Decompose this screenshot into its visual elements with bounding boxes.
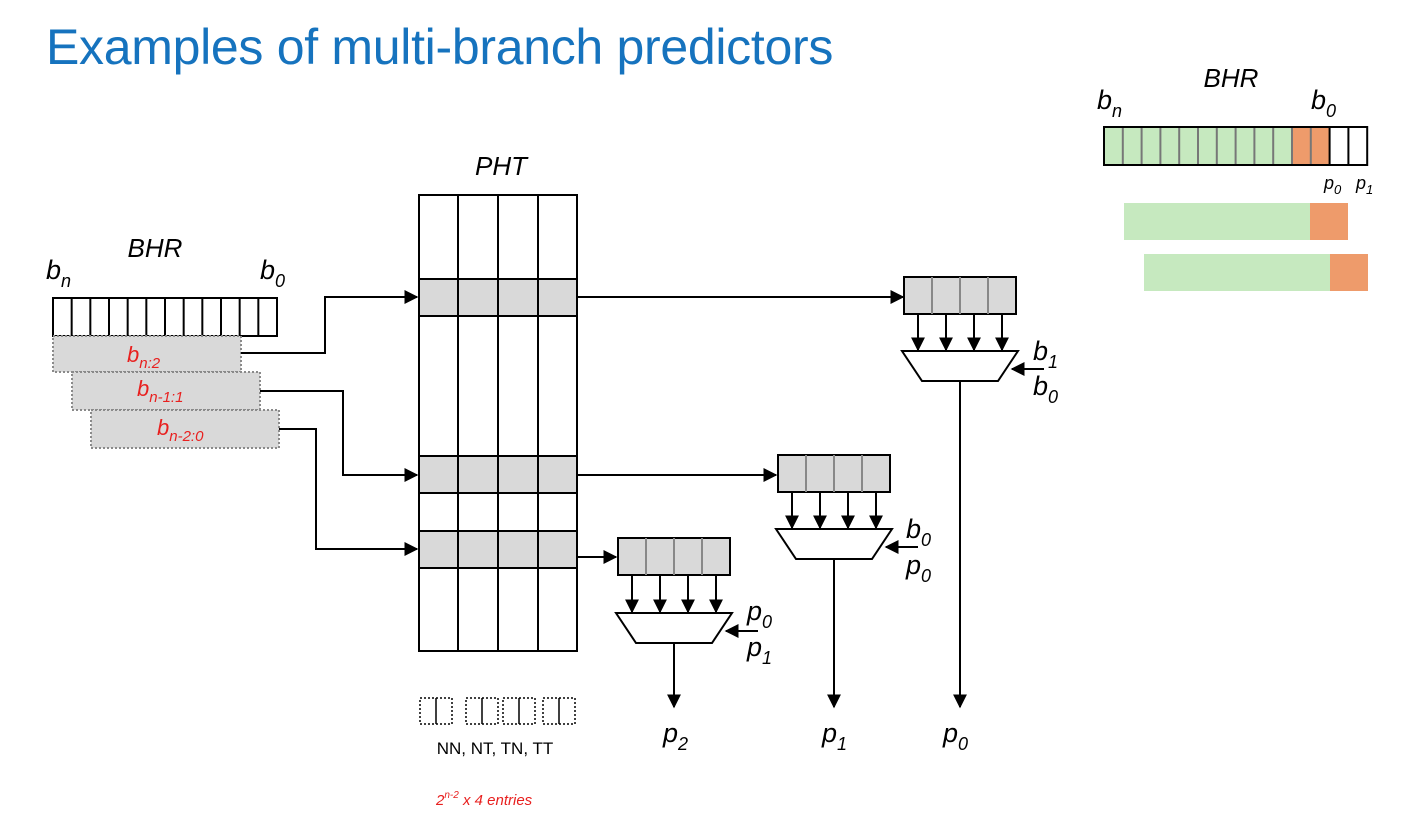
index-wire-middle bbox=[260, 390, 419, 482]
pht-label: PHT bbox=[475, 151, 529, 181]
inset-p1-label: p1 bbox=[1355, 173, 1373, 197]
inset-bhr-label: BHR bbox=[1204, 63, 1259, 93]
output-p2: p2 bbox=[662, 718, 688, 754]
mux-p2-select-bottom: p1 bbox=[746, 632, 772, 668]
inset-window-2 bbox=[1144, 254, 1368, 291]
selector-p0 bbox=[900, 276, 1044, 709]
bhr-lsb-label: b0 bbox=[260, 255, 285, 291]
bhr-register bbox=[52, 297, 278, 337]
svg-text:bn-2:0: bn-2:0 bbox=[157, 415, 204, 445]
selector-p1 bbox=[774, 454, 918, 709]
inset-p0-label: p0 bbox=[1323, 173, 1342, 197]
history-slice-n2-0: bn-2:0 bbox=[90, 409, 280, 449]
index-wire-bottom bbox=[279, 428, 419, 556]
pht-table bbox=[418, 194, 578, 652]
selector-p2 bbox=[614, 537, 758, 709]
entries-note: 2n-2 x 4 entries bbox=[435, 790, 533, 809]
counter-states-label: NN, NT, TN, TT bbox=[437, 739, 554, 758]
inset-bhr-register bbox=[1103, 126, 1369, 166]
index-wire-top bbox=[241, 290, 419, 354]
bhr-msb-label: bn bbox=[46, 255, 71, 291]
bhr-label: BHR bbox=[128, 233, 183, 263]
history-slice-n1-1: bn-1:1 bbox=[71, 371, 261, 411]
slide-title: Examples of multi-branch predictors bbox=[46, 19, 834, 75]
history-slice-n2: bn:2 bbox=[52, 335, 242, 373]
svg-text:bn:2: bn:2 bbox=[127, 342, 161, 372]
inset-window-1 bbox=[1124, 203, 1348, 240]
mux-p2-select-top: p0 bbox=[746, 596, 772, 632]
svg-text:bn-1:1: bn-1:1 bbox=[137, 376, 183, 406]
output-p0: p0 bbox=[942, 718, 968, 754]
mux-p0-select-bottom: b0 bbox=[1033, 371, 1058, 407]
mux-p1-select-top: b0 bbox=[906, 514, 931, 550]
mux-p1-select-bottom: p0 bbox=[905, 550, 931, 586]
mux-p0-select-top: b1 bbox=[1033, 336, 1058, 372]
inset-lsb-label: b0 bbox=[1311, 85, 1336, 121]
output-p1: p1 bbox=[821, 718, 847, 754]
inset-msb-label: bn bbox=[1097, 85, 1122, 121]
two-bit-counter-icons bbox=[419, 697, 576, 725]
